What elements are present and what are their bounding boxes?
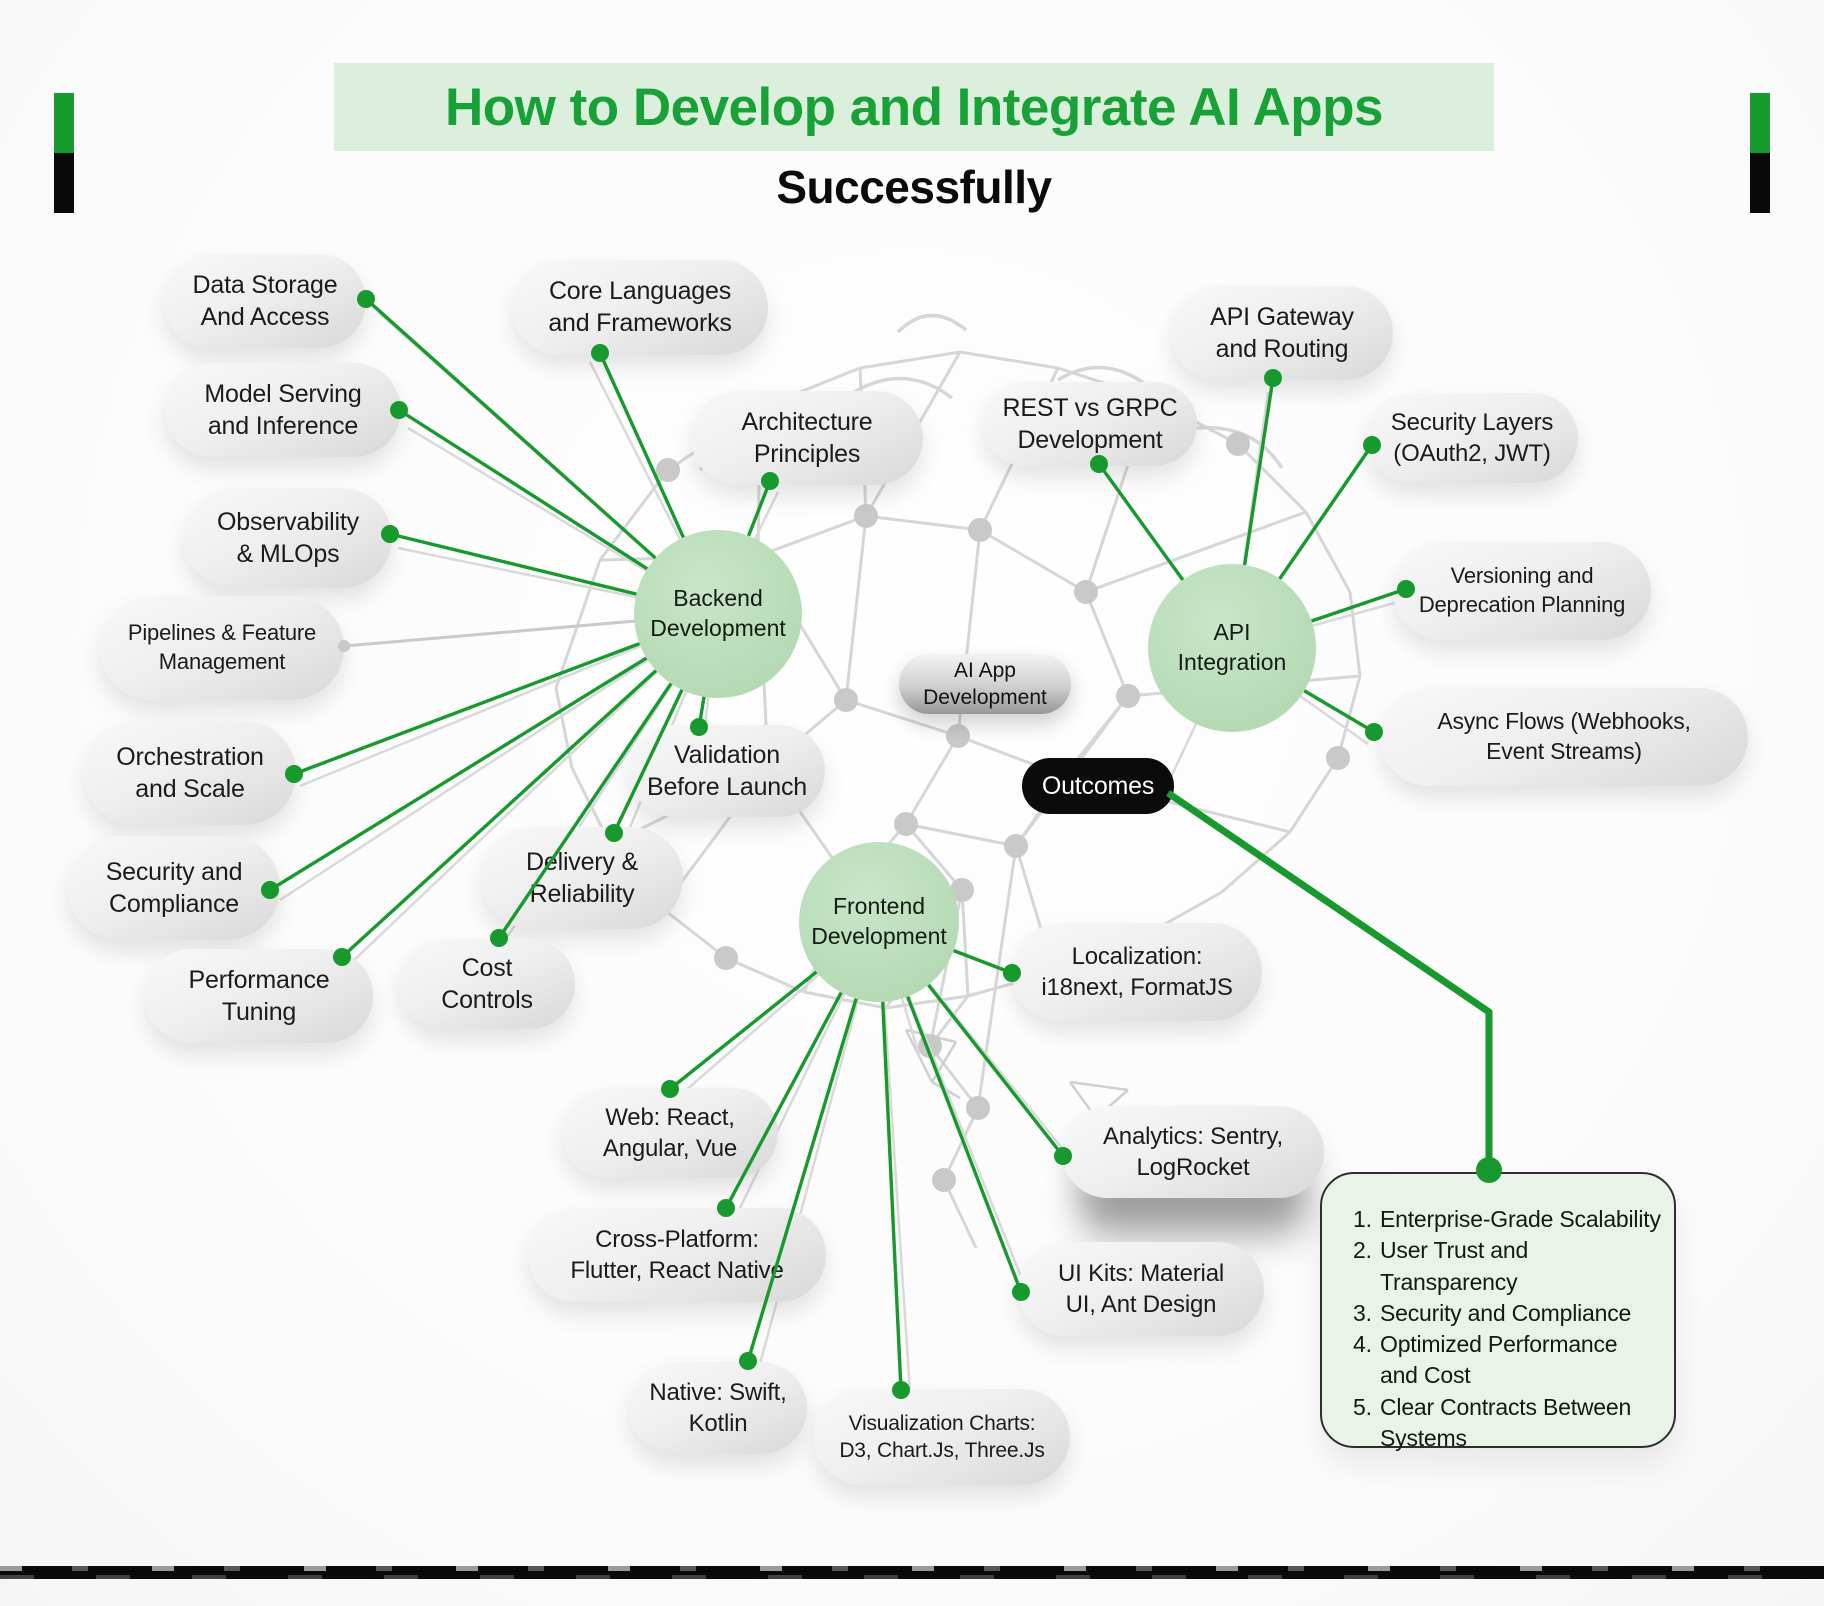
page-title: How to Develop and Integrate AI Apps: [444, 77, 1384, 137]
node-label: Native: Swift, Kotlin: [649, 1378, 787, 1437]
node-label: REST vs GRPC Development: [1002, 393, 1178, 455]
node-label: Validation Before Launch: [646, 740, 808, 802]
outcomes-list: Enterprise-Grade ScalabilityUser Trust a…: [1336, 1204, 1664, 1454]
node-async-flows: Async Flows (Webhooks, Event Streams): [1380, 688, 1748, 786]
corner-mark-left: [54, 93, 74, 213]
node-core-languages: Core Languages and Frameworks: [512, 259, 768, 355]
outcome-item-label: Enterprise-Grade Scalability: [1380, 1206, 1661, 1232]
node-label: Data Storage And Access: [192, 270, 338, 332]
node-data-storage: Data Storage And Access: [164, 254, 366, 348]
node-rest-grpc: REST vs GRPC Development: [983, 382, 1197, 466]
outcome-item-label: Clear Contracts Between Systems: [1380, 1393, 1632, 1451]
corner-mark-right: [1750, 93, 1770, 213]
outcomes-pill: Outcomes: [1022, 758, 1174, 814]
node-ui-kits: UI Kits: Material UI, Ant Design: [1018, 1242, 1264, 1336]
outcome-item: Optimized Performance and Cost: [1378, 1329, 1664, 1392]
node-ai-app-development: AI App Development: [899, 654, 1071, 714]
node-analytics: Analytics: Sentry, LogRocket: [1062, 1106, 1324, 1198]
outcome-item: User Trust and Transparency: [1378, 1235, 1664, 1298]
node-label: API Gateway and Routing: [1210, 302, 1354, 364]
node-label: Analytics: Sentry, LogRocket: [1102, 1122, 1284, 1181]
node-label: Architecture Principles: [741, 407, 873, 469]
node-label: Web: React, Angular, Vue: [602, 1103, 738, 1162]
corner-mark-green-segment: [54, 93, 74, 153]
outcomes-pill-label: Outcomes: [1041, 771, 1155, 800]
bottom-bar: [0, 1566, 1824, 1579]
node-delivery: Delivery & Reliability: [481, 827, 683, 929]
node-orchestration: Orchestration and Scale: [84, 721, 296, 825]
corner-mark-black-segment: [54, 153, 74, 213]
node-versioning: Versioning and Deprecation Planning: [1393, 542, 1651, 640]
node-api-gateway: API Gateway and Routing: [1171, 286, 1393, 380]
outcome-item: Clear Contracts Between Systems: [1378, 1392, 1664, 1455]
node-native: Native: Swift, Kotlin: [629, 1362, 807, 1454]
node-security-layers: Security Layers (OAuth2, JWT): [1366, 393, 1578, 483]
node-label: Security and Compliance: [105, 857, 243, 919]
node-label: Security Layers (OAuth2, JWT): [1390, 408, 1554, 467]
node-cross-platform: Cross-Platform: Flutter, React Native: [528, 1208, 826, 1302]
node-pipelines: Pipelines & Feature Management: [100, 596, 344, 700]
page-subtitle: Successfully: [776, 161, 1052, 213]
node-cost-controls: Cost Controls: [399, 939, 575, 1029]
hub-label: API Integration: [1177, 619, 1287, 675]
hub-frontend-circle: Frontend Development: [799, 842, 959, 1002]
node-model-serving: Model Serving and Inference: [165, 363, 401, 457]
title-highlight-band: How to Develop and Integrate AI Apps: [334, 63, 1494, 151]
outcome-item: Enterprise-Grade Scalability: [1378, 1204, 1664, 1235]
node-label: Cross-Platform: Flutter, React Native: [570, 1225, 784, 1284]
node-label: Core Languages and Frameworks: [548, 276, 732, 338]
node-label: Orchestration and Scale: [116, 742, 264, 804]
node-label: Pipelines & Feature Management: [127, 620, 317, 674]
hub-api-circle: API Integration: [1148, 564, 1316, 732]
outcome-item-label: User Trust and Transparency: [1380, 1237, 1529, 1295]
hub-label: Backend Development: [650, 585, 786, 641]
node-visualization: Visualization Charts: D3, Chart.Js, Thre…: [814, 1389, 1070, 1485]
node-architecture: Architecture Principles: [691, 391, 923, 485]
corner-mark-black-segment: [1750, 153, 1770, 213]
node-label: Localization: i18next, FormatJS: [1041, 942, 1233, 1001]
node-label: Observability & MLOps: [217, 507, 359, 569]
node-label: Model Serving and Inference: [204, 379, 362, 441]
hub-label: Frontend Development: [811, 893, 947, 949]
node-web: Web: React, Angular, Vue: [562, 1088, 778, 1178]
node-label: UI Kits: Material UI, Ant Design: [1058, 1259, 1224, 1318]
node-label: AI App Development: [923, 658, 1047, 709]
node-label: Performance Tuning: [188, 965, 330, 1027]
outcome-item-label: Optimized Performance and Cost: [1380, 1331, 1618, 1389]
node-security-compliance: Security and Compliance: [68, 836, 280, 940]
node-label: Versioning and Deprecation Planning: [1418, 563, 1626, 617]
outcome-item: Security and Compliance: [1378, 1298, 1664, 1329]
node-label: Visualization Charts: D3, Chart.Js, Thre…: [839, 1411, 1045, 1462]
node-observability: Observability & MLOps: [184, 488, 392, 588]
corner-mark-green-segment: [1750, 93, 1770, 153]
outcomes-box: Enterprise-Grade ScalabilityUser Trust a…: [1320, 1172, 1676, 1451]
node-label: Cost Controls: [441, 953, 533, 1015]
node-localization: Localization: i18next, FormatJS: [1012, 923, 1262, 1021]
hub-backend-circle: Backend Development: [634, 530, 802, 698]
outcome-item-label: Security and Compliance: [1380, 1299, 1632, 1326]
node-performance-tuning: Performance Tuning: [145, 949, 373, 1043]
node-label: Delivery & Reliability: [526, 847, 638, 909]
node-validation: Validation Before Launch: [629, 725, 825, 817]
node-label: Async Flows (Webhooks, Event Streams): [1437, 708, 1691, 764]
